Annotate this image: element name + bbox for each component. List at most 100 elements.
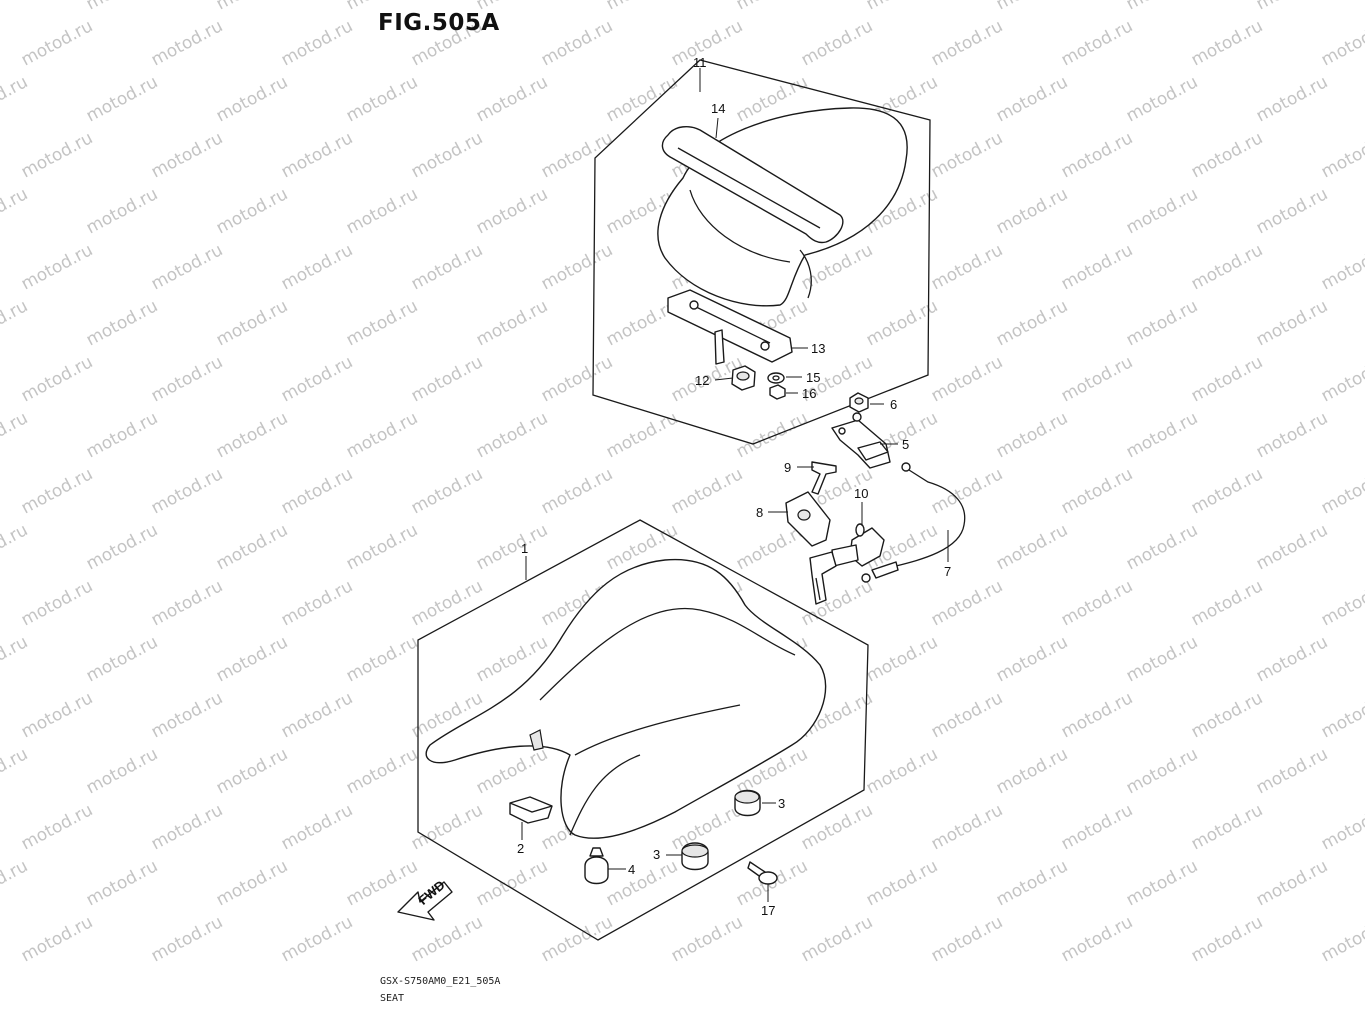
callout-4[interactable]: 4 (628, 862, 635, 877)
callout-3-lower[interactable]: 3 (653, 847, 660, 862)
watermark-text: motod.ru (148, 128, 226, 182)
watermark-text: motod.ru (408, 128, 486, 182)
watermark-text: motod.ru (928, 688, 1006, 742)
watermark-text: motod.ru (148, 576, 226, 630)
callout-10[interactable]: 10 (854, 486, 868, 501)
watermark-text: motod.ru (148, 464, 226, 518)
watermark-text: motod.ru (603, 72, 681, 126)
watermark-text: motod.ru (928, 576, 1006, 630)
fwd-arrow: FWD (397, 877, 453, 921)
cushion-3-lower[interactable] (681, 842, 709, 871)
watermark-text: motod.ru (0, 296, 31, 350)
watermark-text: motod.ru (993, 408, 1071, 462)
watermark-text: motod.ru (993, 856, 1071, 910)
grab-strap[interactable] (661, 126, 844, 244)
watermark-text: motod.ru (1253, 408, 1331, 462)
rider-seat[interactable] (425, 558, 827, 839)
watermark-text: motod.ru (343, 72, 421, 126)
bolt-17[interactable] (747, 861, 778, 885)
watermark-text: motod.ru (18, 576, 96, 630)
watermark-text: motod.ru (538, 240, 616, 294)
lock-cover[interactable] (785, 491, 831, 547)
watermark-text: motod.ru (83, 184, 161, 238)
watermark-text: motod.ru (83, 632, 161, 686)
callout-7[interactable]: 7 (944, 564, 951, 579)
watermark-text: motod.ru (0, 632, 31, 686)
watermark-text: motod.ru (148, 16, 226, 70)
callout-3-upper[interactable]: 3 (778, 796, 785, 811)
watermark-text: motod.ru (863, 856, 941, 910)
watermark-text: motod.ru (1253, 184, 1331, 238)
watermark-text: motod.ru (1188, 800, 1266, 854)
callout-14[interactable]: 14 (711, 101, 725, 116)
watermark-text: motod.ru (1188, 576, 1266, 630)
watermark-text: motod.ru (993, 296, 1071, 350)
watermark-text: motod.ru (213, 296, 291, 350)
pad-2[interactable] (509, 796, 553, 824)
callout-6[interactable]: 6 (890, 397, 897, 412)
watermark-text: motod.ru (1253, 632, 1331, 686)
watermark-text: motod.ru (473, 408, 551, 462)
callout-15[interactable]: 15 (806, 370, 820, 385)
clip-9[interactable] (811, 461, 837, 495)
callout-17[interactable]: 17 (761, 903, 775, 918)
watermark-text: motod.ru (343, 296, 421, 350)
callout-1[interactable]: 1 (521, 541, 528, 556)
watermark-text: motod.ru (1253, 856, 1331, 910)
watermark-text: motod.ru (993, 72, 1071, 126)
watermark-text: motod.ru (278, 128, 356, 182)
watermark-text: motod.ru (1058, 800, 1136, 854)
watermark-text: motod.ru (83, 856, 161, 910)
watermark-text: motod.ru (18, 16, 96, 70)
watermark-text: motod.ru (798, 16, 876, 70)
callout-12[interactable]: 12 (695, 373, 709, 388)
watermark-text: motod.ru (0, 520, 31, 574)
watermark-text: motod.ru (993, 744, 1071, 798)
seat-lock-cable[interactable] (861, 462, 966, 583)
watermark-text: motod.ru (1253, 744, 1331, 798)
figure-code: GSX-S750AM0_E21_505A (380, 976, 501, 987)
watermark-text: motod.ru (343, 184, 421, 238)
watermark-text: motod.ru (148, 800, 226, 854)
nut-16[interactable] (769, 384, 786, 400)
callout-9[interactable]: 9 (784, 460, 791, 475)
watermark-text: motod.ru (343, 520, 421, 574)
callout-16[interactable]: 16 (802, 386, 816, 401)
watermark-text: motod.ru (928, 240, 1006, 294)
watermark-text: motod.ru (1123, 72, 1201, 126)
seat-latch[interactable] (831, 412, 891, 469)
cushion-4[interactable] (584, 847, 609, 885)
watermark-text: motod.ru (1123, 744, 1201, 798)
washer-15[interactable] (767, 372, 785, 384)
leader-lines (521, 68, 949, 902)
watermark-text: motod.ru (18, 352, 96, 406)
watermark-text: motod.ru (863, 632, 941, 686)
watermark-text: motod.ru (798, 576, 876, 630)
callout-11[interactable]: 11 (693, 55, 707, 70)
watermark-text: motod.ru (213, 520, 291, 574)
cushion-3-upper[interactable] (734, 789, 761, 817)
seat-lock[interactable] (809, 523, 885, 605)
watermark-text: motod.ru (1188, 352, 1266, 406)
watermark-text: motod.ru (1123, 520, 1201, 574)
watermark-text: motod.ru (863, 0, 941, 14)
seat-bracket[interactable] (667, 289, 793, 365)
watermark-text: motod.ru (798, 912, 876, 966)
nut-12[interactable] (731, 365, 756, 391)
watermark-text: motod.ru (1318, 16, 1365, 70)
callout-labels: 11 14 13 12 15 16 6 5 9 8 10 7 1 2 3 3 4… (517, 55, 951, 918)
watermark-text: motod.ru (83, 0, 161, 14)
watermark-text: motod.ru (278, 576, 356, 630)
callout-13[interactable]: 13 (811, 341, 825, 356)
watermark-text: motod.ru (1058, 688, 1136, 742)
watermark-text: motod.ru (408, 464, 486, 518)
nut-6[interactable] (849, 392, 869, 413)
callout-2[interactable]: 2 (517, 841, 524, 856)
callout-5[interactable]: 5 (902, 437, 909, 452)
callout-8[interactable]: 8 (756, 505, 763, 520)
lower-assembly-frame (417, 519, 869, 941)
watermark-text: motod.ru (1318, 576, 1365, 630)
watermark-text: motod.ru (148, 240, 226, 294)
watermark-text: motod.ru (408, 800, 486, 854)
